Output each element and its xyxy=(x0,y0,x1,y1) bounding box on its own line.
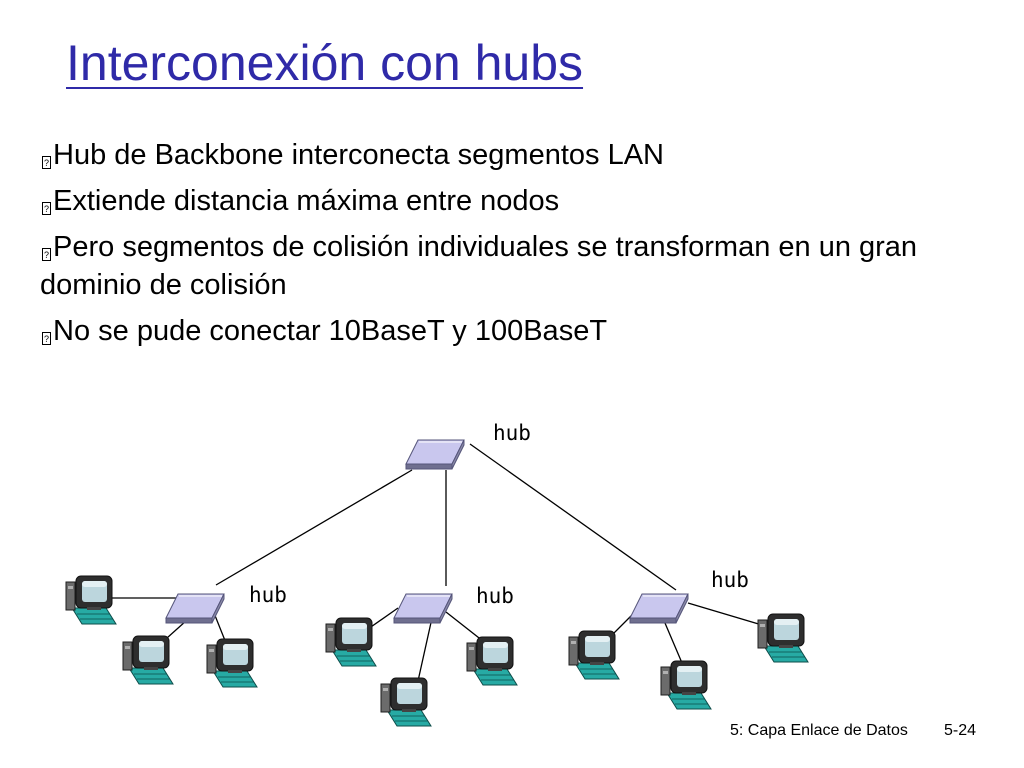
bullet-item: ?Extiende distancia máxima entre nodos xyxy=(40,182,970,220)
segment-hub-label: hub xyxy=(711,568,749,592)
bullet-text: Pero segmentos de colisión individuales … xyxy=(40,231,918,301)
computer-icon xyxy=(380,677,432,727)
slide-title: Interconexión con hubs xyxy=(66,35,584,91)
footer-page-number: 5-24 xyxy=(944,722,977,739)
bullet-item: ?Hub de Backbone interconecta segmentos … xyxy=(40,136,970,174)
bullet-item: ?Pero segmentos de colisión individuales… xyxy=(40,228,970,304)
computer-icon xyxy=(206,638,258,688)
computer-icon xyxy=(122,635,174,685)
computer-icon xyxy=(568,630,620,680)
segment-hub-label: hub xyxy=(249,583,287,607)
bullet-marker-icon: ? xyxy=(42,156,51,169)
backbone-hub-icon xyxy=(405,439,465,470)
footer-chapter: 5: Capa Enlace de Datos xyxy=(730,722,908,739)
computer-icon xyxy=(660,660,712,710)
segment-hub-icon xyxy=(393,593,453,624)
network-diagram: hub hub hub hub xyxy=(65,421,809,727)
computer-icon xyxy=(757,613,809,663)
segment-hub-icon xyxy=(629,593,689,624)
computer-icon xyxy=(65,575,117,625)
bullet-text: No se pude conectar 10BaseT y 100BaseT xyxy=(53,315,608,347)
bullet-text: Extiende distancia máxima entre nodos xyxy=(53,185,560,217)
backbone-hub-label: hub xyxy=(493,421,531,445)
computer-icon xyxy=(325,617,377,667)
bullet-marker-icon: ? xyxy=(42,248,51,261)
bullet-marker-icon: ? xyxy=(42,202,51,215)
bullet-list: ?Hub de Backbone interconecta segmentos … xyxy=(40,136,970,358)
segment-hub-label: hub xyxy=(476,584,514,608)
computer-icon xyxy=(466,636,518,686)
bullet-item: ?No se pude conectar 10BaseT y 100BaseT xyxy=(40,312,970,350)
bullet-text: Hub de Backbone interconecta segmentos L… xyxy=(53,139,664,171)
bullet-marker-icon: ? xyxy=(42,332,51,345)
